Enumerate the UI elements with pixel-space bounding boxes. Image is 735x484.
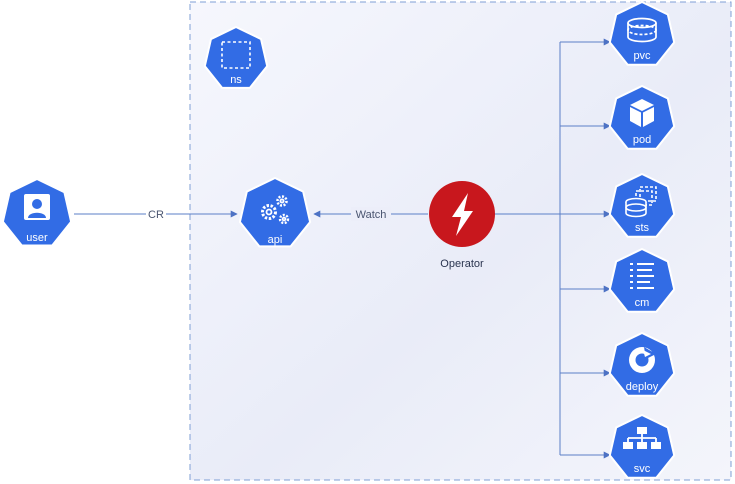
- pod-label: pod: [633, 134, 651, 146]
- pvc-node[interactable]: pvc: [608, 0, 676, 66]
- svc-label: svc: [634, 463, 651, 475]
- sts-node[interactable]: sts: [608, 172, 676, 238]
- ns-label: ns: [230, 74, 242, 86]
- pvc-label: pvc: [633, 50, 651, 62]
- user-icon: [24, 194, 50, 220]
- cr-edge-label: CR: [148, 209, 164, 221]
- cube-icon: [630, 99, 654, 127]
- configmap-icon: [630, 263, 654, 289]
- namespace-icon: [221, 41, 251, 69]
- svc-node[interactable]: svc: [608, 413, 676, 479]
- ns-node[interactable]: ns: [203, 25, 269, 89]
- user-node[interactable]: user: [1, 177, 73, 247]
- api-node[interactable]: api: [238, 176, 312, 248]
- operator-node[interactable]: Operator: [429, 181, 495, 270]
- cm-label: cm: [635, 297, 650, 309]
- sts-label: sts: [635, 222, 650, 234]
- cm-node[interactable]: cm: [608, 247, 676, 313]
- deploy-label: deploy: [626, 381, 659, 393]
- statefulset-icon: [625, 186, 657, 218]
- user-label: user: [26, 232, 48, 244]
- deployment-icon: [629, 347, 656, 373]
- volume-claim-icon: [627, 17, 657, 43]
- service-icon: [623, 427, 661, 449]
- gears-icon: [261, 195, 290, 225]
- deploy-node[interactable]: deploy: [608, 331, 676, 397]
- watch-edge-label: Watch: [356, 209, 387, 221]
- pod-node[interactable]: pod: [608, 84, 676, 150]
- operator-label: Operator: [440, 258, 484, 270]
- lightning-icon: [452, 193, 473, 236]
- api-label: api: [268, 234, 283, 246]
